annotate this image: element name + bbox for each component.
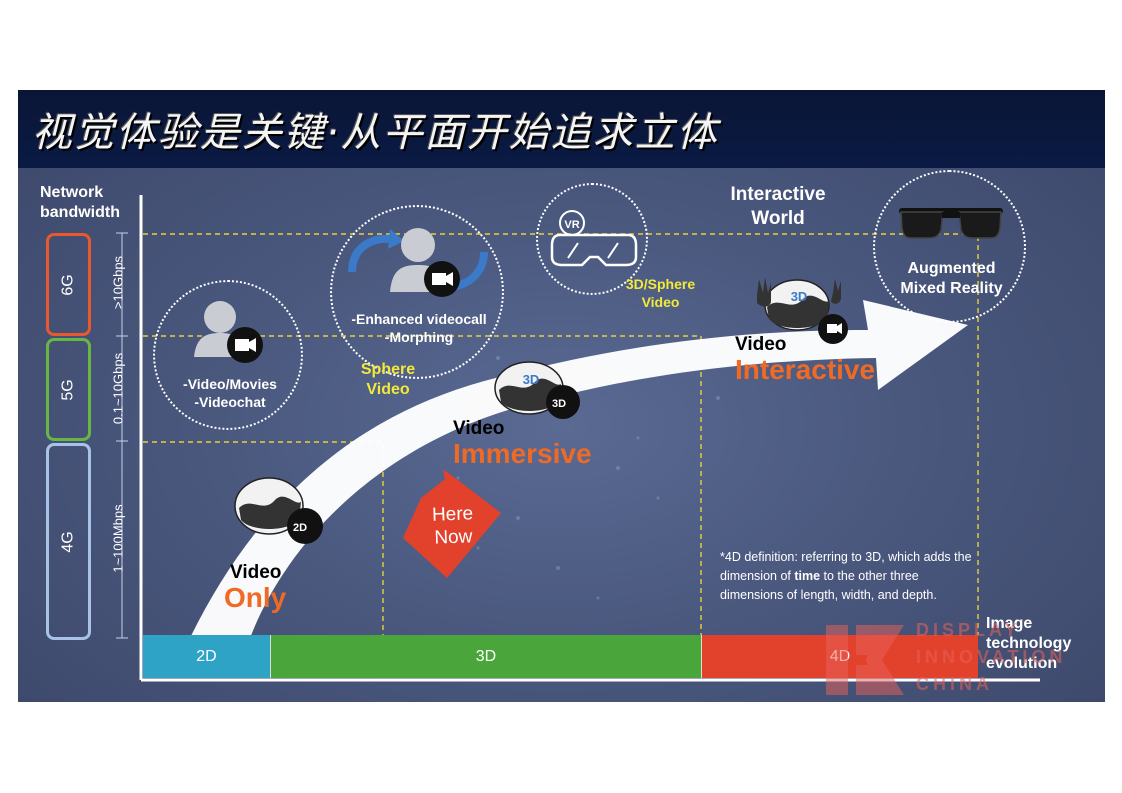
bubble-videochat: -Video/Movies -Videochat xyxy=(153,280,303,430)
sphere3d-video-label: 3D/Sphere Video xyxy=(613,275,708,311)
sphere3d-video-line1: 3D/Sphere xyxy=(625,276,696,292)
interactive-world-line2: World xyxy=(751,208,805,229)
vr-badge-text: VR xyxy=(564,219,579,231)
bubble-ar-line1: Augmented xyxy=(907,260,996,277)
here-now-line2: Now xyxy=(434,526,473,549)
watermark-line3: CHINA xyxy=(916,674,993,694)
x-axis-label-line1: Image xyxy=(986,615,1033,632)
watermark-line2: INNOVATION xyxy=(916,647,1067,667)
slide: 视觉体验是关键·从平面开始追求立体 Network bandwidth xyxy=(18,90,1105,702)
stage-only: Video Only xyxy=(224,562,286,614)
video-2d-icon-tag: 2D xyxy=(293,522,307,534)
bubble-enhanced-text: -Enhanced videocall -Morphing xyxy=(332,310,506,346)
sphere-video-line2: Video xyxy=(366,381,410,398)
x-axis-label-line3: evolution xyxy=(986,655,1058,672)
sphere-video-line1: Sphere xyxy=(360,361,416,378)
bubble-enhanced: -Enhanced videocall -Morphing xyxy=(330,205,504,379)
interactive-world-line1: Interactive xyxy=(730,184,826,205)
gen-box-4g: 4G xyxy=(46,443,91,640)
stage-immersive-emph: Immersive xyxy=(453,438,592,469)
page-title: 视觉体验是关键·从平面开始追求立体 xyxy=(32,110,719,156)
stage-immersive: Video Immersive xyxy=(453,418,592,470)
segment-3d: 3D xyxy=(271,635,702,678)
video-2d-icon: 2D xyxy=(234,477,323,544)
definition-note-bold: time xyxy=(794,569,821,583)
here-now-text: Here Now xyxy=(412,502,494,551)
y-axis-label: Network bandwidth xyxy=(40,183,120,223)
segment-2d: 2D xyxy=(143,635,271,678)
x-axis-label: Image technology evolution xyxy=(986,614,1071,674)
watermark-line1: DISPLAY xyxy=(916,620,1021,640)
title-bar: 视觉体验是关键·从平面开始追求立体 xyxy=(18,90,1105,168)
gen-box-5g: 5G xyxy=(46,338,91,441)
morphing-person-icon xyxy=(348,228,488,297)
bubble-vr: VR xyxy=(536,183,648,295)
growth-arrow xyxy=(190,300,968,638)
svg-text:3D: 3D xyxy=(523,372,540,387)
y-axis-label-line1: Network xyxy=(40,184,104,201)
video-3d-icon-tag: 3D xyxy=(552,398,566,410)
stage-interactive-emph: Interactive xyxy=(735,354,876,385)
person-camera-icon xyxy=(194,301,263,363)
video-3d-icon: 3D 3D xyxy=(494,361,580,419)
stage-interactive-video: Video xyxy=(735,334,787,355)
bubble-ar-line2: Mixed Reality xyxy=(900,280,1003,297)
svg-text:3D: 3D xyxy=(791,289,808,304)
x-axis-label-line2: technology xyxy=(986,635,1072,652)
bubble-enhanced-line2: -Morphing xyxy=(384,329,454,345)
definition-note-part2: to the other three dimensions of length,… xyxy=(720,569,937,602)
sphere-video-label: Sphere Video xyxy=(348,360,428,400)
sphere3d-video-line2: Video xyxy=(641,294,680,310)
gen-box-6g: 6G xyxy=(46,233,91,336)
definition-note-part1: *4D definition: referring to 3D, which a… xyxy=(720,550,972,583)
stage-only-video: Video xyxy=(230,562,282,583)
bubble-enhanced-line1: -Enhanced videocall xyxy=(351,311,487,327)
bubble-videochat-line1: -Video/Movies xyxy=(183,376,277,392)
bubble-ar-text: Augmented Mixed Reality xyxy=(875,259,1028,299)
ar-glasses-icon xyxy=(899,208,1003,239)
bubble-videochat-line2: -Videochat xyxy=(194,394,266,410)
stage-immersive-video: Video xyxy=(453,418,505,439)
watermark-logo-icon xyxy=(826,625,904,695)
here-now-line1: Here xyxy=(431,503,474,526)
vr-headset-icon: VR xyxy=(550,210,638,267)
interactive-world-label: Interactive World xyxy=(718,183,838,231)
here-now-callout xyxy=(403,469,501,578)
bubble-ar: Augmented Mixed Reality xyxy=(873,170,1026,323)
stage-only-emph: Only xyxy=(224,582,287,613)
stage-interactive: Video Interactive xyxy=(735,334,875,386)
video-interactive-icon: 3D xyxy=(757,277,848,344)
y-axis-label-line2: bandwidth xyxy=(40,204,120,221)
bubble-videochat-text: -Video/Movies -Videochat xyxy=(155,375,305,411)
definition-note: *4D definition: referring to 3D, which a… xyxy=(720,548,972,605)
